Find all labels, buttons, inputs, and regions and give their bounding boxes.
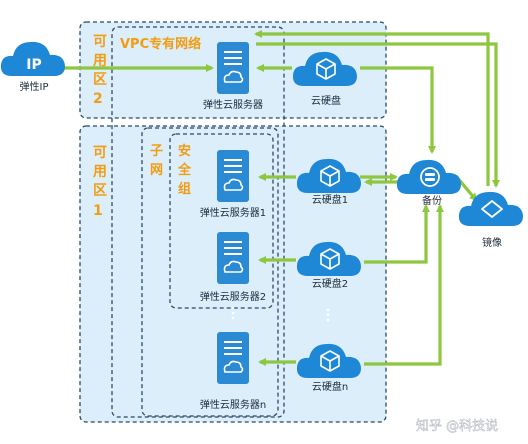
subnet-char-2: 网	[150, 163, 163, 178]
server-top-label: 弹性云服务器	[203, 98, 263, 111]
arrow-image-to-server	[254, 30, 490, 186]
subnet-char-1: 子	[150, 144, 163, 159]
security-group-boundary	[169, 133, 274, 309]
disk-2-label: 云硬盘2	[312, 277, 348, 290]
server-top-icon	[216, 41, 250, 95]
subnet-label: 子 网	[150, 144, 163, 178]
vpc-label: VPC专有网络	[120, 36, 201, 52]
secgroup-char-2: 全	[177, 162, 192, 178]
az1-char-2: 用	[93, 164, 107, 180]
disk-1-label: 云硬盘1	[312, 193, 348, 206]
az2-char-4: 2	[93, 91, 103, 107]
security-group-label: 安 全 组	[177, 143, 192, 197]
az2-char-2: 用	[93, 53, 107, 69]
vpc-boundary	[111, 26, 285, 418]
eip-icon-label: IP	[26, 57, 41, 73]
backup-icon	[396, 159, 461, 194]
arrow-server-to-image	[256, 42, 500, 188]
server-n-icon	[216, 331, 250, 385]
backup-label: 备份	[422, 194, 442, 207]
secgroup-char-3: 组	[178, 181, 191, 197]
server-1-icon	[216, 149, 250, 203]
subnet-boundary	[141, 127, 279, 417]
secgroup-char-1: 安	[178, 143, 191, 159]
server-2-label: 弹性云服务器2	[200, 290, 266, 303]
server-2-icon	[216, 231, 250, 285]
disk-ellipsis	[326, 308, 330, 322]
az1-char-4: 1	[93, 203, 103, 219]
watermark-text: 知乎 @科技说	[416, 418, 498, 434]
disk-top-label: 云硬盘	[311, 94, 341, 107]
server-n-label: 弹性云服务器n	[200, 398, 266, 411]
arrow-topdisk-to-backup	[360, 66, 436, 154]
image-icon	[458, 191, 523, 226]
az2-char-1: 可	[93, 34, 107, 50]
arrow-disk2-to-backup	[364, 204, 430, 264]
az1-char-1: 可	[93, 145, 107, 161]
az1-label: 可 用 区 1	[93, 145, 107, 219]
image-label: 镜像	[482, 236, 502, 249]
az2-char-3: 区	[93, 72, 107, 88]
eip-caption: 弹性IP	[20, 80, 49, 93]
az1-char-3: 区	[93, 183, 107, 199]
az2-label: 可 用 区 2	[93, 34, 107, 107]
arrow-diskn-to-backup	[364, 204, 444, 366]
disk-n-label: 云硬盘n	[312, 380, 348, 393]
server-1-label: 弹性云服务器1	[200, 206, 266, 219]
server-ellipsis	[231, 306, 235, 320]
